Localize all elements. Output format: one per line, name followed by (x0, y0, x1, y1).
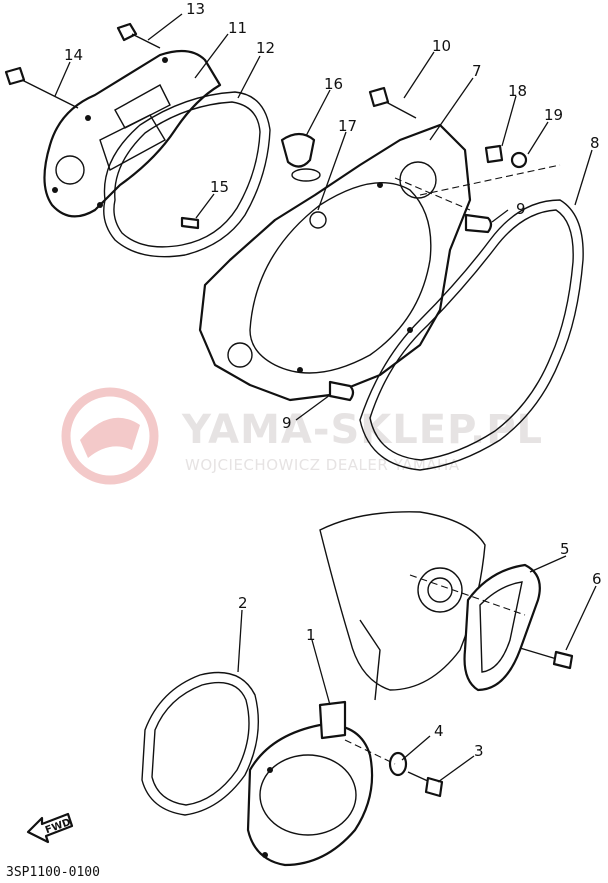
callout-14: 14 (64, 46, 83, 64)
fwd-label: FWD (44, 817, 72, 836)
part-clutch-cover (43, 49, 222, 218)
callout-5: 5 (560, 540, 570, 558)
callout-8: 8 (590, 134, 600, 152)
callout-12: 12 (256, 39, 275, 57)
watermark-logo-mark (80, 417, 140, 458)
callout-9-upper: 9 (516, 200, 526, 218)
watermark: YAMA-SKLEP.PL WOJCIECHOWICZ DEALER YAMAH… (61, 387, 542, 485)
part-washer-4 (388, 751, 408, 777)
callout-3: 3 (474, 742, 484, 760)
alignment-lines (344, 164, 561, 765)
callout-9-lower: 9 (282, 414, 292, 432)
callout-labels: 13 11 12 14 10 7 16 17 18 19 8 15 9 9 5 … (64, 0, 602, 760)
engine-reference-outline (319, 511, 486, 701)
callout-16: 16 (324, 75, 343, 93)
callout-2: 2 (238, 594, 248, 612)
callout-17: 17 (338, 117, 357, 135)
callout-10: 10 (432, 37, 451, 55)
part-magneto-cover (246, 700, 374, 867)
callout-19: 19 (544, 106, 563, 124)
diagram-code: 3SP1100-0100 (6, 865, 100, 880)
leader-lines (54, 13, 597, 783)
part-dowel-9-lower (328, 380, 355, 402)
callout-1: 1 (306, 626, 316, 644)
callout-15: 15 (210, 178, 229, 196)
part-oil-plug (280, 132, 321, 182)
part-bolt-13 (116, 22, 161, 49)
callout-4: 4 (434, 722, 444, 740)
watermark-logo-ring (61, 387, 159, 485)
callout-6: 6 (592, 570, 602, 588)
callout-11: 11 (228, 19, 247, 37)
part-crankcase (198, 123, 472, 402)
part-bolt-3 (407, 771, 444, 798)
part-dowel-pin (180, 216, 200, 230)
callout-18: 18 (508, 82, 527, 100)
callout-7: 7 (472, 62, 482, 80)
part-bolt-18 (484, 144, 504, 164)
part-magneto-gasket (141, 671, 259, 816)
part-crankcase-gasket (359, 199, 584, 471)
part-washer-19 (510, 151, 528, 169)
part-bolt-10 (368, 86, 417, 119)
callout-13: 13 (186, 0, 205, 18)
watermark-subtitle: WOJCIECHOWICZ DEALER YAMAHA (185, 456, 460, 474)
part-water-pump-cover (463, 563, 541, 692)
part-dowel-9-upper (464, 213, 493, 234)
part-bolt-6 (519, 647, 574, 670)
part-bolt-14 (4, 66, 79, 109)
part-cover-gasket (103, 91, 271, 258)
forward-direction-arrow: FWD (26, 812, 74, 844)
